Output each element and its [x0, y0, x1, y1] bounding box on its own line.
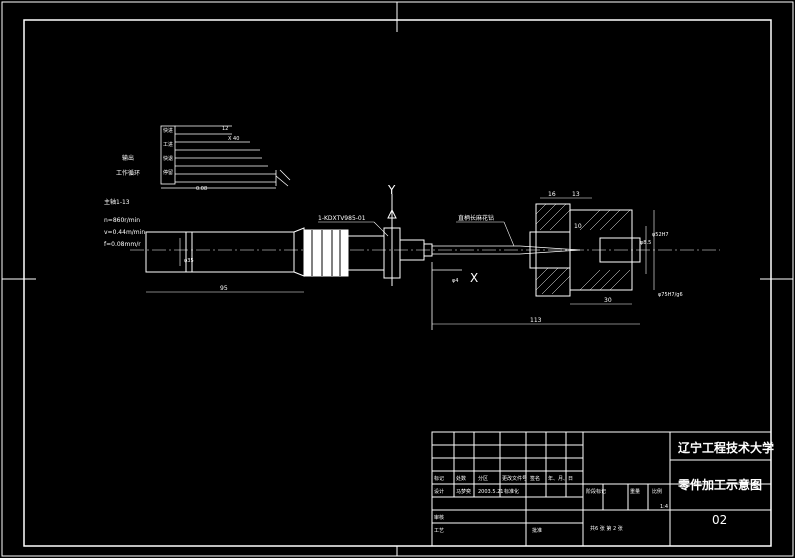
dim-phi-75: φ75H7/g6	[658, 292, 683, 298]
review-label: 审核	[434, 514, 444, 521]
design-label: 设计	[434, 488, 444, 495]
dim-tool-dia: φ35	[184, 258, 194, 264]
tool-note-label: 直柄长麻花钻	[458, 214, 494, 222]
dim-phi-52: φ52H7	[652, 232, 669, 238]
y-axis-label: Y	[387, 183, 396, 197]
cycle-label-3: 快退	[163, 155, 173, 162]
note-speed: n=860r/min	[104, 217, 140, 224]
header-mark: 标记	[434, 475, 444, 482]
inner-frame	[23, 19, 772, 547]
university-name: 辽宁工程技术大学	[678, 440, 774, 455]
y-axis-arrow	[387, 194, 397, 219]
cycle-value-1: 0.08	[196, 186, 207, 192]
header-count: 处数	[456, 475, 466, 482]
dim-30: 30	[604, 297, 612, 304]
dim-shaft-length: 95	[220, 285, 228, 292]
header-zone: 分区	[478, 475, 488, 482]
drawing-number: 02	[712, 513, 727, 527]
note-output: 输出	[122, 154, 134, 162]
weight-label: 重量	[630, 488, 640, 495]
dim-phi-8: φ8.5	[640, 240, 651, 246]
cycle-label-2: 工进	[163, 141, 173, 148]
dim-13: 13	[572, 191, 580, 198]
workpiece-hatch	[535, 203, 631, 295]
drawing-title: 零件加工示意图	[677, 477, 762, 492]
note-cycle: 工作循环	[116, 169, 140, 177]
dim-phi-4: φ4	[452, 278, 458, 284]
cycle-label-1: 快进	[163, 127, 173, 134]
dimension-lines	[146, 197, 655, 325]
design-date: 2003.5.21	[478, 489, 503, 495]
title-block-grid	[431, 431, 772, 547]
note-feed: f=0.08mm/r	[104, 241, 141, 248]
sheet-count: 共6 张 第 2 张	[590, 525, 623, 532]
tool-callout-arrow	[503, 221, 515, 247]
designer-name: 马梦奕	[456, 488, 471, 495]
scale-value: 1:4	[660, 504, 668, 510]
note-spindle: 主轴1-13	[104, 198, 130, 206]
cycle-value-2: 12	[222, 126, 228, 132]
approve-label: 批准	[532, 527, 542, 534]
note-velocity: v=0.44m/min	[104, 229, 145, 236]
cycle-value-3: X 40	[228, 136, 239, 142]
header-signature: 签名	[530, 475, 540, 482]
dim-total-length: 113	[530, 317, 542, 324]
dim-16: 16	[548, 191, 556, 198]
ratio-label: 比例	[652, 488, 662, 495]
spindle-model-label: 1-KDXTV985-01	[318, 215, 366, 222]
spindle-body	[145, 218, 433, 286]
standardize-label: 标准化	[504, 488, 519, 495]
dim-10: 10	[574, 223, 582, 230]
workpiece	[529, 203, 641, 297]
process-label: 工艺	[434, 528, 444, 534]
header-date: 年、月、日	[548, 475, 573, 482]
cycle-diagram	[160, 125, 291, 189]
x-axis-label: X	[470, 271, 478, 285]
cycle-label-4: 停留	[163, 169, 173, 176]
spindle-callout-arrow	[373, 221, 389, 237]
stage-mark-label: 阶段标记	[586, 488, 606, 495]
header-change-doc: 更改文件号	[502, 475, 527, 482]
